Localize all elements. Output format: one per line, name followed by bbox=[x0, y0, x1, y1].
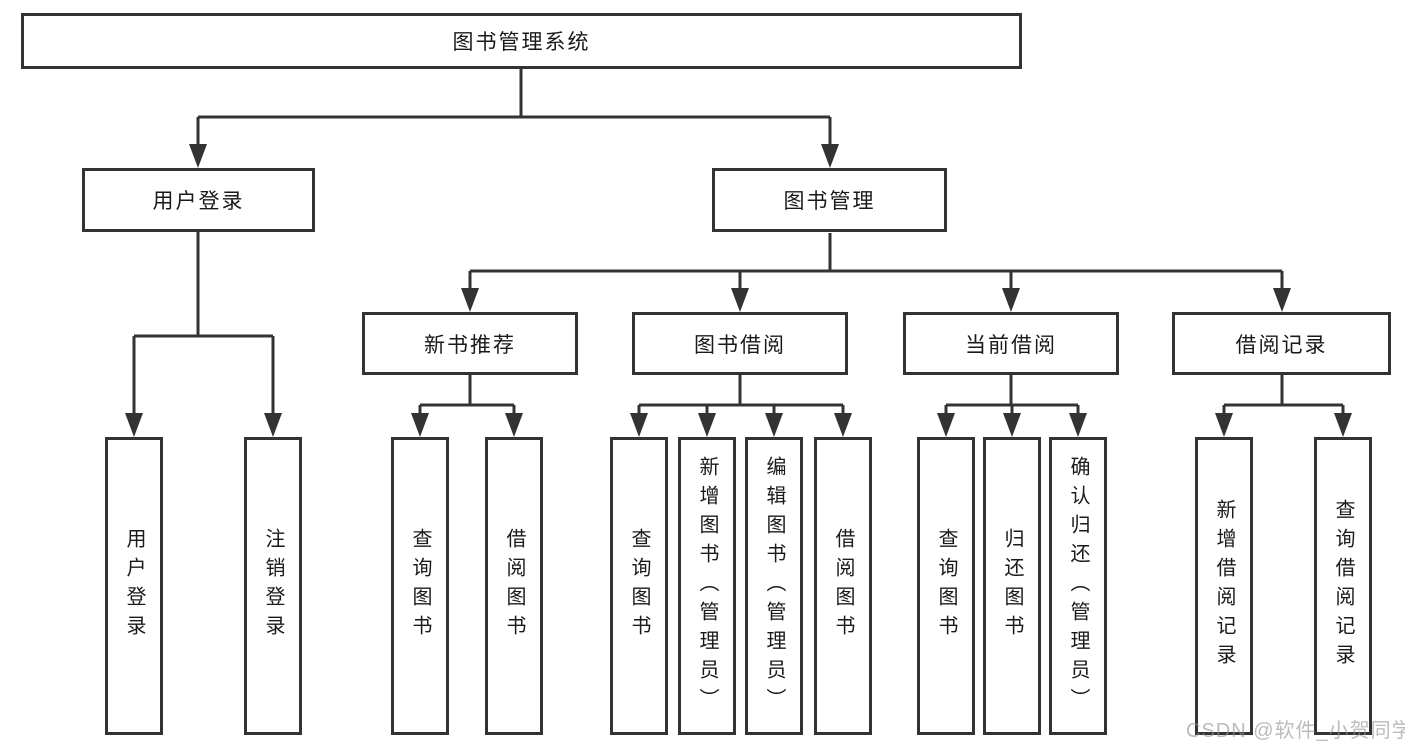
node-borrowing-records: 借阅记录 bbox=[1172, 312, 1391, 375]
leaf-records-add-record: 新增借阅记录 bbox=[1195, 437, 1253, 735]
arrowheads bbox=[125, 144, 1352, 437]
leaf-records-add-record-label: 新增借阅记录 bbox=[1213, 499, 1235, 673]
leaf-current-confirm-return: 确认归还（管理员） bbox=[1049, 437, 1107, 735]
node-root-label: 图书管理系统 bbox=[452, 31, 591, 54]
node-book-management-label: 图书管理 bbox=[783, 190, 876, 213]
leaf-records-query-record: 查询借阅记录 bbox=[1314, 437, 1372, 735]
node-current-borrowing-label: 当前借阅 bbox=[965, 333, 1057, 357]
node-user-login-label: 用户登录 bbox=[152, 190, 245, 213]
leaf-current-confirm-return-label: 确认归还（管理员） bbox=[1067, 455, 1089, 717]
node-book-borrowing: 图书借阅 bbox=[632, 312, 848, 375]
leaf-current-return-books-label: 归还图书 bbox=[1001, 528, 1023, 644]
leaf-records-query-record-label: 查询借阅记录 bbox=[1332, 499, 1354, 673]
leaf-borrowing-edit-books-label: 编辑图书（管理员） bbox=[763, 455, 785, 717]
node-new-book-recommend-label: 新书推荐 bbox=[424, 333, 516, 357]
node-book-borrowing-label: 图书借阅 bbox=[694, 333, 786, 357]
leaf-borrowing-borrow-books-label: 借阅图书 bbox=[832, 528, 854, 644]
csdn-watermark: CSDN @软件_小贺同学 bbox=[1186, 720, 1405, 742]
leaf-current-query-books: 查询图书 bbox=[917, 437, 975, 735]
leaf-recommend-query-books-label: 查询图书 bbox=[409, 528, 431, 644]
leaf-recommend-borrow-books: 借阅图书 bbox=[485, 437, 543, 735]
connector-paths bbox=[132, 69, 1345, 417]
node-current-borrowing: 当前借阅 bbox=[903, 312, 1119, 375]
leaf-logout-label: 注销登录 bbox=[262, 528, 284, 644]
node-user-login: 用户登录 bbox=[82, 168, 315, 232]
leaf-current-query-books-label: 查询图书 bbox=[935, 528, 957, 644]
node-new-book-recommend: 新书推荐 bbox=[362, 312, 578, 375]
leaf-borrowing-query-books: 查询图书 bbox=[610, 437, 668, 735]
leaf-user-login: 用户登录 bbox=[105, 437, 163, 735]
leaf-borrowing-add-books-label: 新增图书（管理员） bbox=[696, 455, 718, 717]
leaf-recommend-query-books: 查询图书 bbox=[391, 437, 449, 735]
node-book-management: 图书管理 bbox=[712, 168, 947, 232]
leaf-logout: 注销登录 bbox=[244, 437, 302, 735]
leaf-borrowing-borrow-books: 借阅图书 bbox=[814, 437, 872, 735]
leaf-current-return-books: 归还图书 bbox=[983, 437, 1041, 735]
leaf-borrowing-query-books-label: 查询图书 bbox=[628, 528, 650, 644]
leaf-recommend-borrow-books-label: 借阅图书 bbox=[503, 528, 525, 644]
leaf-borrowing-add-books: 新增图书（管理员） bbox=[678, 437, 736, 735]
node-borrowing-records-label: 借阅记录 bbox=[1235, 333, 1328, 357]
leaf-borrowing-edit-books: 编辑图书（管理员） bbox=[745, 437, 803, 735]
leaf-user-login-label: 用户登录 bbox=[123, 528, 145, 644]
node-root: 图书管理系统 bbox=[21, 13, 1022, 69]
